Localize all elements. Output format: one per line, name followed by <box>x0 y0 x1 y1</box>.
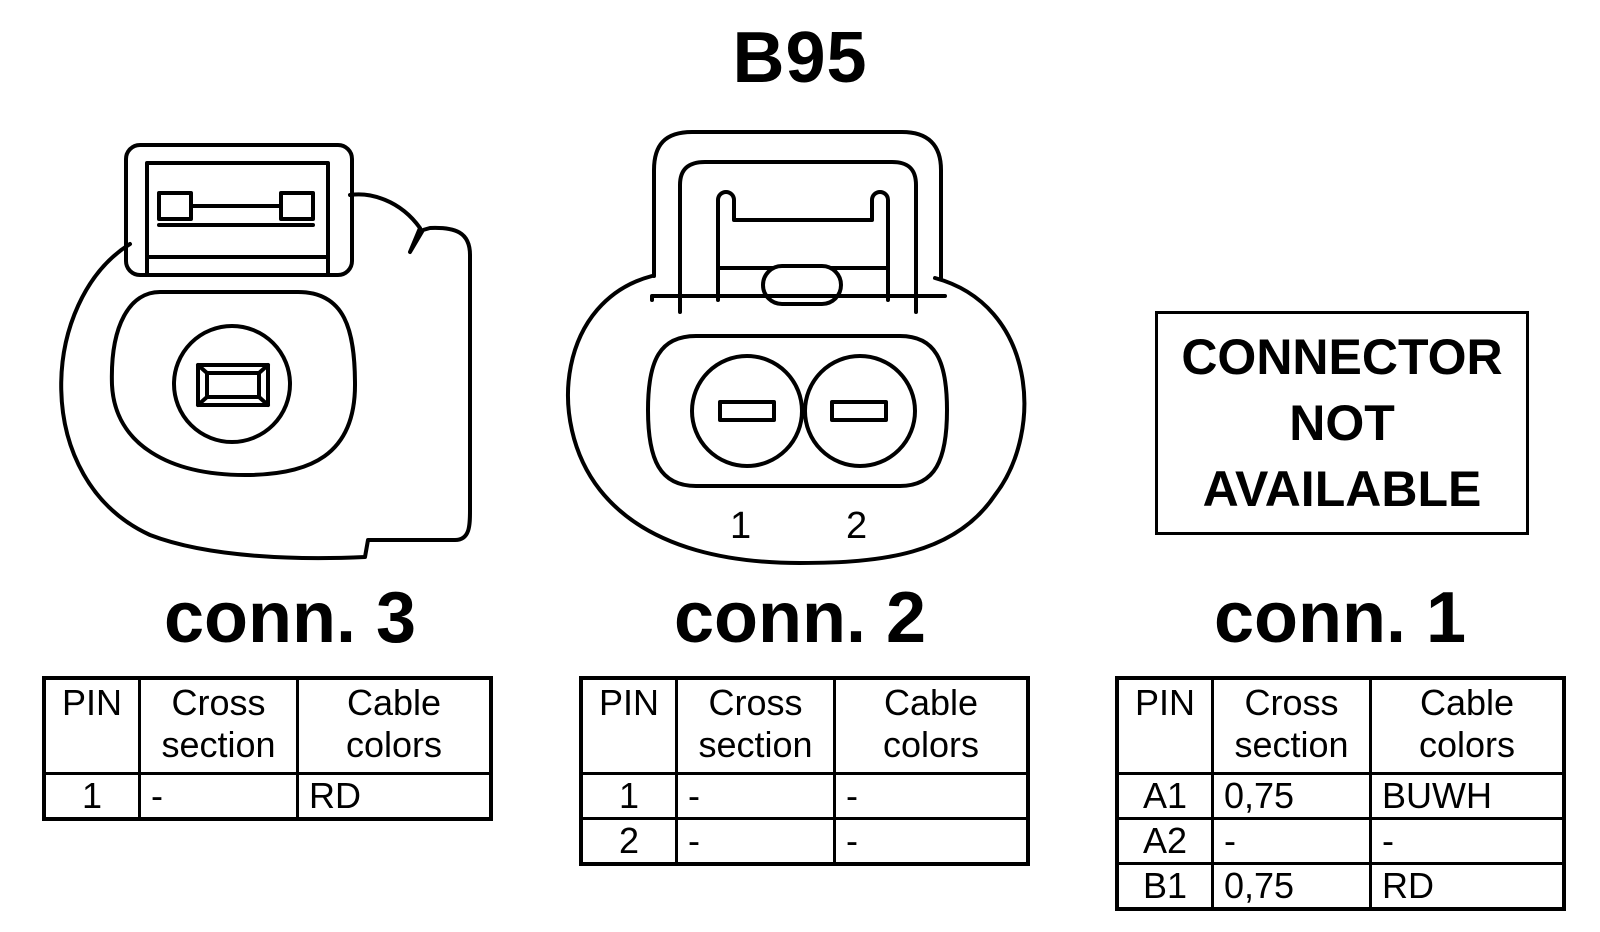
not-available-line: NOT <box>1289 395 1395 451</box>
pin-cell: 1 <box>42 772 141 821</box>
cable-colors-cell: BUWH <box>1369 772 1566 820</box>
connector-3-label: conn. 3 <box>163 578 417 658</box>
connector-3-drawing <box>59 143 472 561</box>
cable-colors-cell: - <box>1369 817 1566 865</box>
table-row: A2 - - <box>1115 817 1566 865</box>
cross-section-cell: - <box>675 772 836 820</box>
connector-not-available-box: CONNECTOR NOT AVAILABLE <box>1155 311 1529 535</box>
connector-drawings <box>59 130 1027 565</box>
cable-colors-cell: RD <box>1369 862 1566 911</box>
table-row: 2 - - <box>579 817 1030 866</box>
cable-colors-cell: RD <box>296 772 493 821</box>
pin-cell: A2 <box>1115 817 1214 865</box>
header-pin: PIN <box>1115 676 1214 775</box>
not-available-line: CONNECTOR <box>1181 329 1503 385</box>
cross-section-cell: 0,75 <box>1211 772 1372 820</box>
connector-2-pin-label: 2 <box>846 505 868 547</box>
pin-cell: A1 <box>1115 772 1214 820</box>
pin-cell: B1 <box>1115 862 1214 911</box>
diagram-title: B95 <box>732 18 868 98</box>
table-row: 1 - - <box>579 772 1030 820</box>
pin-cell: 2 <box>579 817 678 866</box>
header-pin: PIN <box>579 676 678 775</box>
header-pin: PIN <box>42 676 141 775</box>
cross-section-cell: - <box>138 772 299 821</box>
table-row: B1 0,75 RD <box>1115 862 1566 911</box>
table-row: A1 0,75 BUWH <box>1115 772 1566 820</box>
not-available-line: AVAILABLE <box>1202 461 1482 517</box>
cable-colors-cell: - <box>833 772 1030 820</box>
connector-2-drawing <box>566 130 1027 565</box>
cable-colors-cell: - <box>833 817 1030 866</box>
connector-2-pin-label: 1 <box>730 505 752 547</box>
connector-2-label: conn. 2 <box>673 578 927 658</box>
cross-section-cell: - <box>1211 817 1372 865</box>
cross-section-cell: - <box>675 817 836 866</box>
pin-cell: 1 <box>579 772 678 820</box>
table-row: 1 - RD <box>42 772 493 821</box>
cross-section-cell: 0,75 <box>1211 862 1372 911</box>
connector-1-label: conn. 1 <box>1213 578 1467 658</box>
